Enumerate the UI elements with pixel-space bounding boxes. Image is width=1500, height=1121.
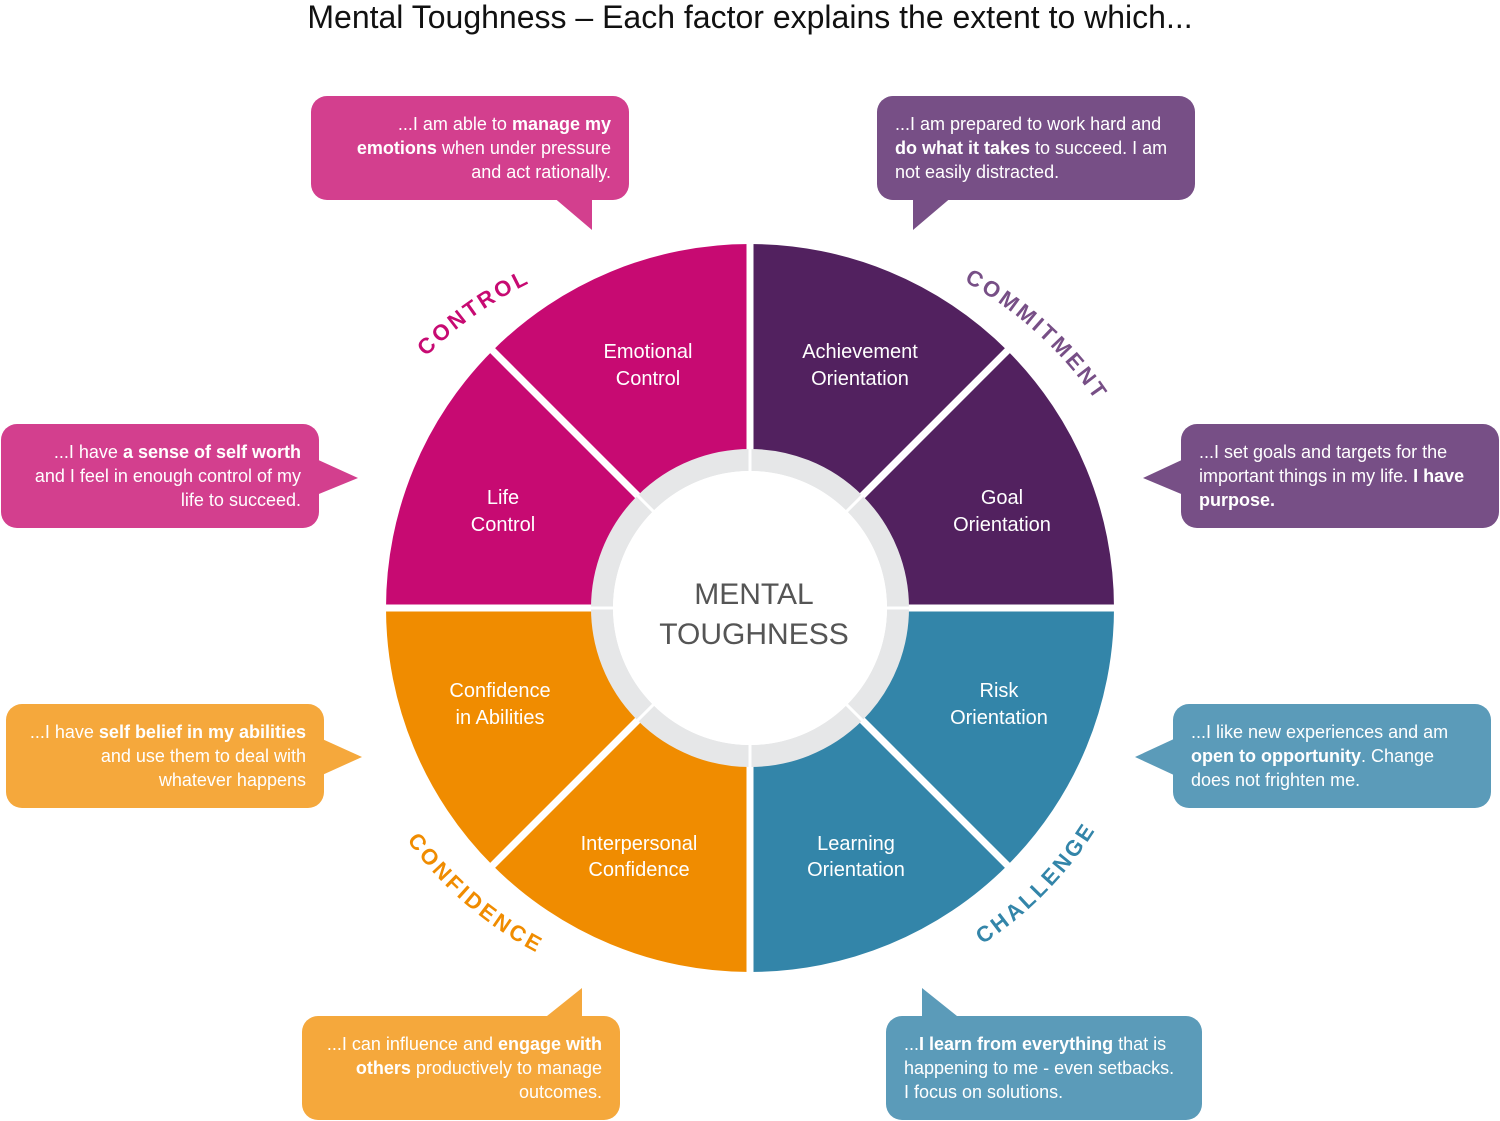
segment-learning-orientation [750,720,1008,973]
bubble-goal-orientation: ...I set goals and targets for the impor… [1181,424,1499,528]
bubble-text-bold: do what it takes [895,138,1031,158]
bubble-text: . Change does not frighten me. [1191,746,1435,790]
bubble-text: and use them to deal with whatever happe… [100,746,306,790]
bubble-text-bold: a sense of self worth [122,442,301,462]
segment-life-control [386,350,638,608]
bubble-text-bold: manage my emotions [356,114,611,158]
bubble-text: ...I am able to [397,114,512,134]
bubble-tail-goal-orientation [1143,458,1186,496]
bubble-text: ...I can influence and [326,1034,498,1054]
bubble-text: to succeed. I am not easily distracted. [895,138,1168,182]
bubble-tail-interpersonal-confidence [542,988,582,1020]
bubble-text: ...I am prepared to work hard and [895,114,1162,134]
segment-risk-orientation [862,608,1114,866]
bubble-achievement-orientation: ...I am prepared to work hard and do wha… [877,96,1195,200]
bubble-emotional-control: ...I am able to manage my emotions when … [311,96,629,200]
segment-interpersonal-confidence [492,720,750,973]
bubble-interpersonal-confidence: ...I can influence and engage with other… [302,1016,620,1120]
bubble-text-bold: I have purpose. [1199,466,1465,510]
bubble-text-bold: open to opportunity [1191,746,1361,766]
bubble-tail-achievement-orientation [913,196,953,230]
diagram-title: Mental Toughness – Each factor explains … [307,0,1193,35]
bubble-text: when under pressure and act rationally. [436,138,611,182]
bubble-text: and I feel in enough control of my life … [34,466,301,510]
bubble-text: ... [904,1034,920,1054]
segment-achievement-orientation [750,244,1008,496]
ring-dividers [588,446,912,770]
bubble-tail-life-control [314,458,358,496]
segment-confidence-in-abilities [386,608,638,866]
bubble-tail-learning-orientation [922,988,962,1020]
bubble-text: ...I have [53,442,123,462]
bubble-text: ...I like new experiences and am [1191,722,1449,742]
bubble-tail-confidence-in-abilities [320,738,362,776]
bubble-text: that is happening to me - even setbacks.… [904,1034,1175,1102]
segment-goal-orientation [862,350,1114,608]
bubble-tail-risk-orientation [1135,738,1176,776]
bubble-life-control: ...I have a sense of self worth and I fe… [1,424,319,528]
bubble-text: productively to manage outcomes. [410,1058,602,1102]
bubble-text-bold: I learn from everything [919,1034,1114,1054]
bubble-text: ...I set goals and targets for the impor… [1199,442,1448,486]
bubble-text-bold: engage with others [355,1034,602,1078]
bubble-risk-orientation: ...I like new experiences and am open to… [1173,704,1491,808]
bubble-tail-emotional-control [552,196,592,230]
center-label-line1: MENTAL [694,578,813,611]
center-label-line2: TOUGHNESS [659,618,848,651]
bubble-text-bold: self belief in my abilities [98,722,306,742]
bubble-learning-orientation: ...I learn from everything that is happe… [886,1016,1202,1120]
bubble-confidence-in-abilities: ...I have self belief in my abilities an… [6,704,324,808]
bubble-text: ...I have [29,722,99,742]
segment-emotional-control [492,244,750,496]
center-disc [613,471,887,745]
